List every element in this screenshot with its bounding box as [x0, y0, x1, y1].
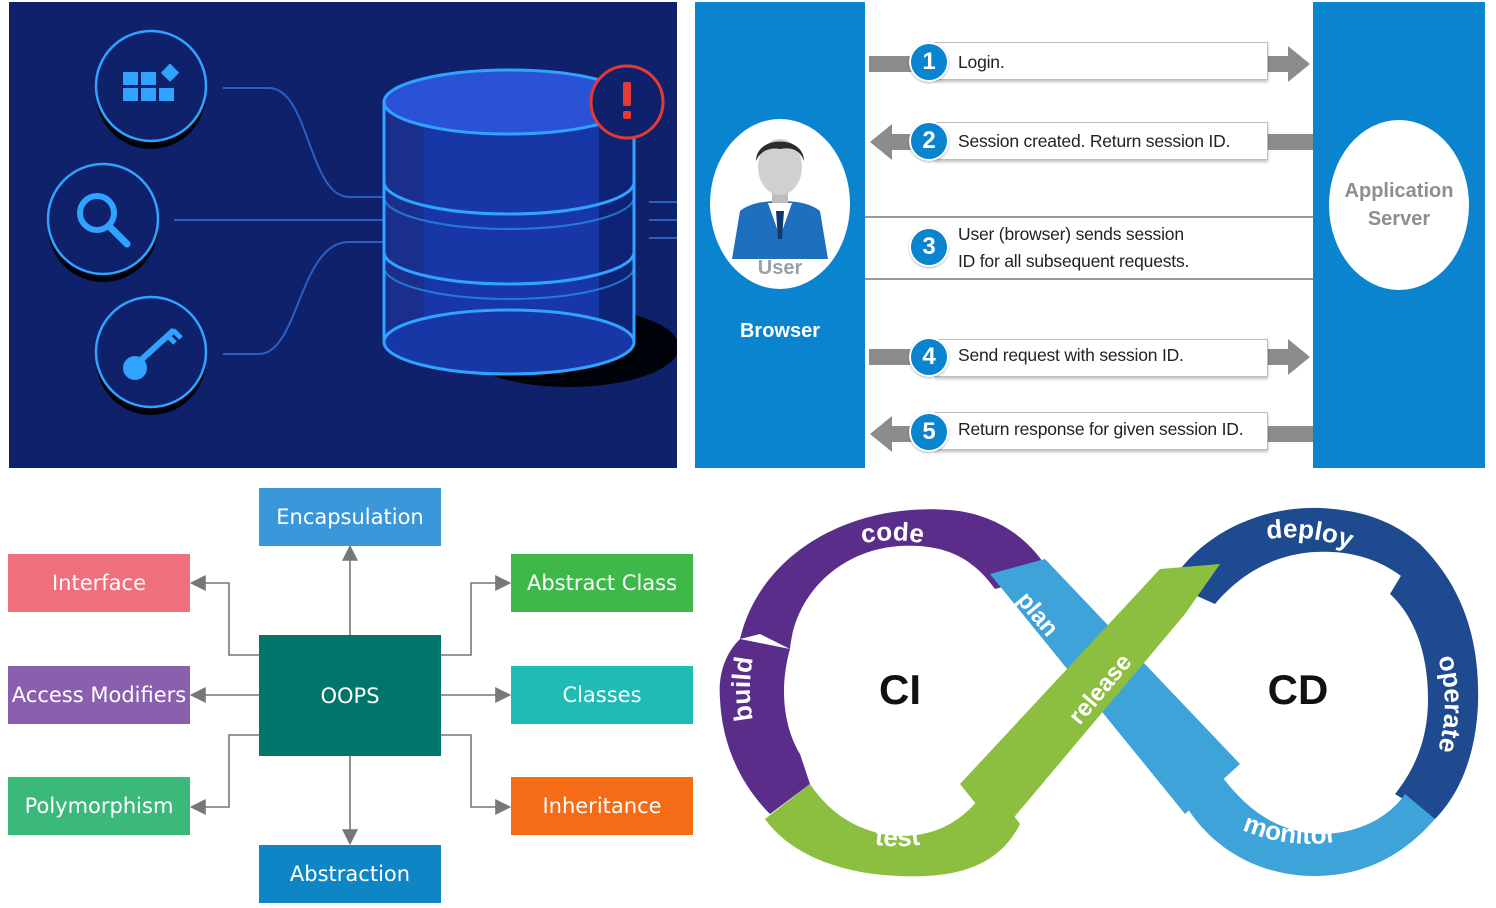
grid-apps-icon — [94, 29, 208, 149]
deploy-segment — [1170, 507, 1420, 604]
step3-top-rule — [865, 216, 1313, 218]
encapsulation-box: Encapsulation — [259, 488, 441, 546]
browser-label: Browser — [739, 320, 821, 342]
step1-box — [935, 42, 1268, 80]
server-label-line2: Server — [1367, 208, 1431, 230]
classes-box: Classes — [511, 666, 693, 724]
inheritance-box: Inheritance — [511, 777, 693, 835]
key-icon — [94, 295, 208, 415]
step1-number: 1 — [909, 42, 949, 82]
server-label: Application Server — [1345, 177, 1454, 233]
user-label: User — [757, 257, 803, 279]
step5-number: 5 — [909, 412, 949, 452]
server-label-line1: Application — [1344, 180, 1454, 202]
database-panel: ! — [9, 2, 677, 468]
step4-text: Send request with session ID. — [958, 345, 1184, 365]
code-segment — [740, 509, 1050, 649]
step3-number: 3 — [909, 227, 949, 267]
alert-icon — [589, 64, 665, 140]
connector-lines — [174, 87, 677, 355]
server-circle: Application Server — [1329, 120, 1469, 290]
database-icon — [382, 68, 636, 376]
step2-number: 2 — [909, 121, 949, 161]
build-segment — [719, 639, 810, 814]
cicd-panel: code build test plan release deploy oper… — [700, 484, 1496, 908]
abstraction-box: Abstraction — [259, 845, 441, 903]
browser-column: User Browser — [695, 2, 865, 468]
step3-text-line2: ID for all subsequent requests. — [958, 251, 1190, 271]
step5-box — [935, 412, 1268, 450]
operate-segment — [1390, 544, 1479, 819]
polymorphism-box: Polymorphism — [8, 777, 190, 835]
server-column: Application Server — [1313, 2, 1485, 468]
step2-text: Session created. Return session ID. — [958, 131, 1231, 151]
step3-bottom-rule — [865, 278, 1313, 280]
access-modifiers-box: Access Modifiers — [8, 666, 190, 724]
step5-text: Return response for given session ID. — [958, 419, 1244, 439]
step4-number: 4 — [909, 337, 949, 377]
svg-text:test: test — [874, 821, 922, 853]
step2-box — [935, 122, 1268, 160]
search-icon — [46, 162, 160, 282]
test-segment — [765, 784, 1020, 877]
session-flow-panel: User Browser Application Server — [695, 2, 1485, 468]
user-avatar-circle: User — [710, 119, 850, 289]
test-label: test — [874, 821, 922, 853]
cd-label: CD — [1268, 666, 1329, 713]
step1-text: Login. — [958, 52, 1005, 72]
user-icon — [732, 139, 828, 259]
oops-connectors — [189, 544, 512, 846]
oops-panel: OOPS Encapsulation Abstraction Interface… — [0, 484, 700, 908]
step3-text: User (browser) sends session ID for all … — [958, 221, 1298, 275]
database-illustration — [46, 29, 677, 415]
step3-text-line1: User (browser) sends session — [958, 224, 1184, 244]
ci-label: CI — [879, 666, 921, 713]
abstract-class-box: Abstract Class — [511, 554, 693, 612]
step4-box — [935, 339, 1268, 377]
cicd-infinity-loop: code build test plan release deploy oper… — [719, 507, 1479, 877]
monitor-segment — [1175, 774, 1435, 876]
interface-box: Interface — [8, 554, 190, 612]
release-segment — [960, 564, 1220, 834]
oops-center-box: OOPS — [259, 635, 441, 756]
